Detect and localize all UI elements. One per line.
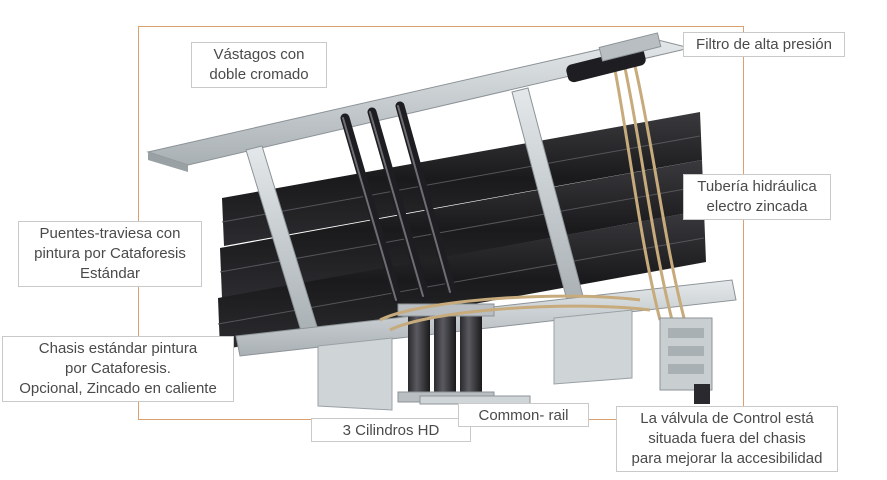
crossbeams — [217, 112, 706, 350]
rods — [340, 101, 457, 305]
label-common-rail: Common- rail — [458, 403, 589, 427]
control-valve — [659, 317, 713, 404]
chassis-rail — [235, 279, 737, 411]
pressure-filter — [566, 32, 662, 83]
label-vastagos: Vástagos con doble cromado — [191, 42, 327, 88]
label-valvula: La válvula de Control está situada fuera… — [616, 406, 838, 472]
label-cilindros: 3 Cilindros HD — [311, 418, 471, 442]
cylinders — [397, 303, 495, 403]
label-tuberia: Tubería hidráulica electro zincada — [683, 174, 831, 220]
label-filtro: Filtro de alta presión — [683, 32, 845, 57]
label-chasis: Chasis estándar pintura por Cataforesis.… — [2, 336, 234, 402]
hydraulic-tubing — [379, 65, 686, 332]
hangers — [245, 87, 585, 335]
label-puentes: Puentes-traviesa con pintura por Catafor… — [18, 221, 202, 287]
